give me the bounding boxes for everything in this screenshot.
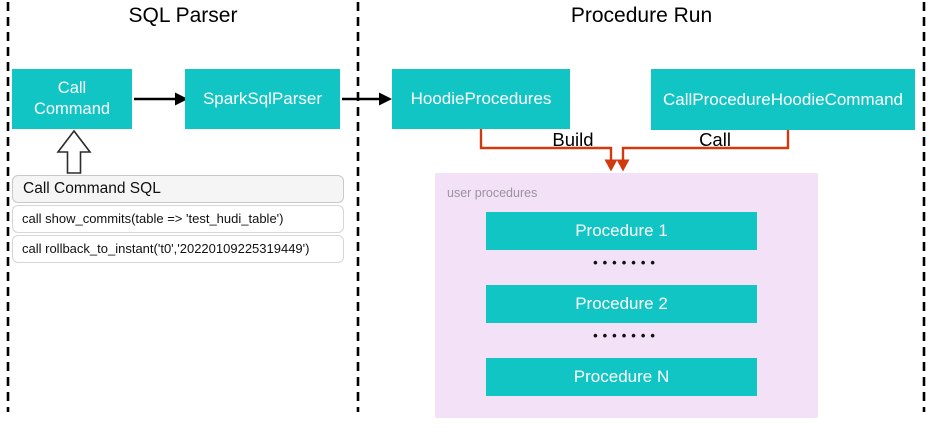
- node-callprocedurehoodiecommand-label: CallProcedureHoodieCommand: [662, 89, 903, 109]
- user-procedures-label: user procedures: [447, 186, 538, 200]
- edge-label-call: Call: [699, 129, 731, 150]
- arrowhead-sparksqlparser-to-hoodieprocedures: [379, 92, 392, 106]
- procedure-box-1: Procedure 1: [486, 212, 757, 250]
- node-hoodieprocedures: HoodieProcedures: [392, 69, 570, 129]
- section-title-procedure-run: Procedure Run: [570, 4, 713, 27]
- procedure-box-n: Procedure N: [486, 358, 757, 396]
- edge-label-build: Build: [552, 129, 594, 150]
- hollow-up-arrow: [56, 129, 92, 174]
- edge-call-connector: [621, 130, 790, 161]
- sql-panel-header: Call Command SQL: [12, 175, 344, 203]
- call-command-sql-panel: Call Command SQL call show_commits(table…: [12, 175, 344, 263]
- edge-call-arrowhead: [616, 159, 630, 172]
- section-title-sql-parser: SQL Parser: [128, 4, 238, 27]
- procedure-2-label: Procedure 2: [575, 294, 668, 313]
- user-procedures-panel: user procedures Procedure 1 ••••••• Proc…: [435, 173, 818, 418]
- edge-build-connector: [479, 129, 613, 161]
- edge-build-arrowhead: [604, 159, 618, 172]
- node-call-command-label: Call Command: [33, 79, 111, 118]
- procedure-n-label: Procedure N: [573, 367, 670, 386]
- node-sparksqlparser-label: SparkSqlParser: [202, 89, 323, 108]
- sql-statement-row: call show_commits(table => 'test_hudi_ta…: [12, 205, 344, 233]
- node-hoodieprocedures-label: HoodieProcedures: [410, 89, 552, 108]
- node-call-command: Call Command: [12, 69, 132, 129]
- node-sparksqlparser: SparkSqlParser: [185, 69, 340, 129]
- sql-statement-row: call rollback_to_instant('t0','202201092…: [12, 235, 344, 263]
- arrowhead-callcommand-to-sparksqlparser: [175, 92, 188, 106]
- ellipsis-dots: •••••••: [593, 328, 660, 343]
- node-callprocedurehoodiecommand: CallProcedureHoodieCommand: [651, 69, 915, 130]
- procedure-box-2: Procedure 2: [486, 285, 757, 323]
- procedure-1-label: Procedure 1: [575, 221, 668, 240]
- ellipsis-dots: •••••••: [593, 255, 660, 270]
